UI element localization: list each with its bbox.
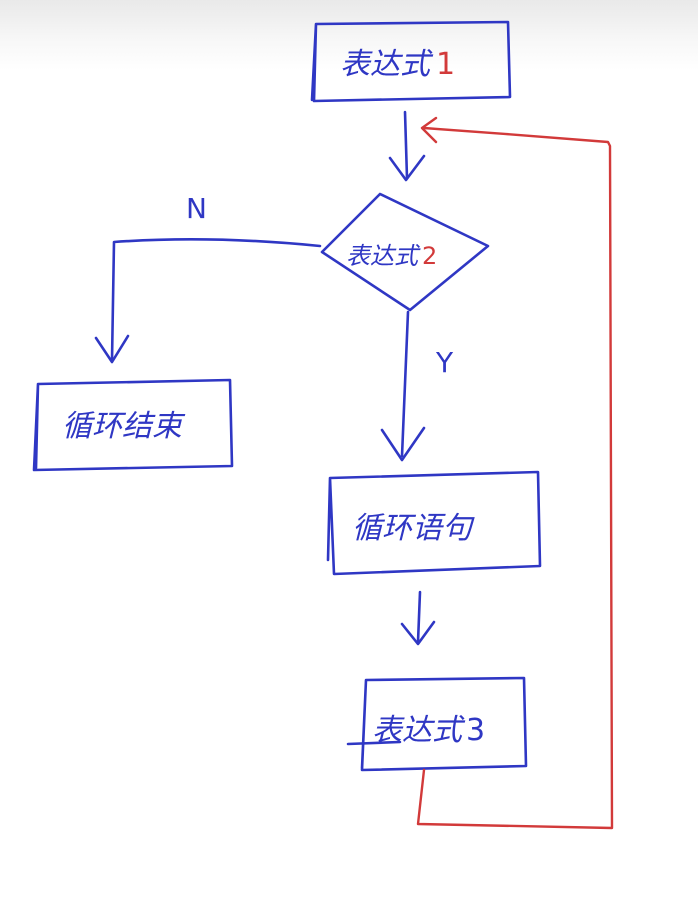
arrow-body-to-expr3	[400, 590, 436, 646]
node-expr2-diamond	[320, 192, 490, 312]
node-expr1-box	[310, 20, 512, 103]
node-loop-body-box	[326, 470, 542, 576]
arrow-expr1-to-expr2	[388, 110, 426, 182]
node-loop-end: 循环结束	[32, 378, 234, 472]
branch-no-label: N	[186, 192, 207, 225]
branch-no: N	[94, 192, 322, 364]
node-expr3-box	[360, 676, 528, 772]
branch-yes-label: Y	[435, 346, 454, 379]
node-loop-body: 循环语句	[326, 470, 542, 576]
branch-yes: Y	[380, 310, 454, 462]
node-loop-body-label: 循环语句	[352, 511, 475, 546]
node-loop-end-label: 循环结束	[62, 409, 186, 444]
node-loop-end-box	[32, 378, 234, 472]
loop-back-arrow	[416, 116, 614, 830]
